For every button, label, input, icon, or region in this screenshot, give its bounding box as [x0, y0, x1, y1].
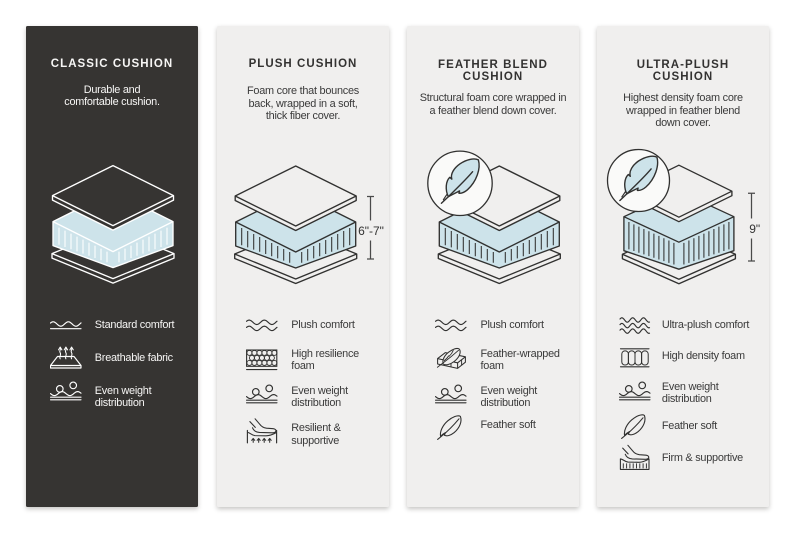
svg-text:9": 9" [749, 222, 760, 236]
svg-text:6"-7": 6"-7" [358, 224, 384, 238]
